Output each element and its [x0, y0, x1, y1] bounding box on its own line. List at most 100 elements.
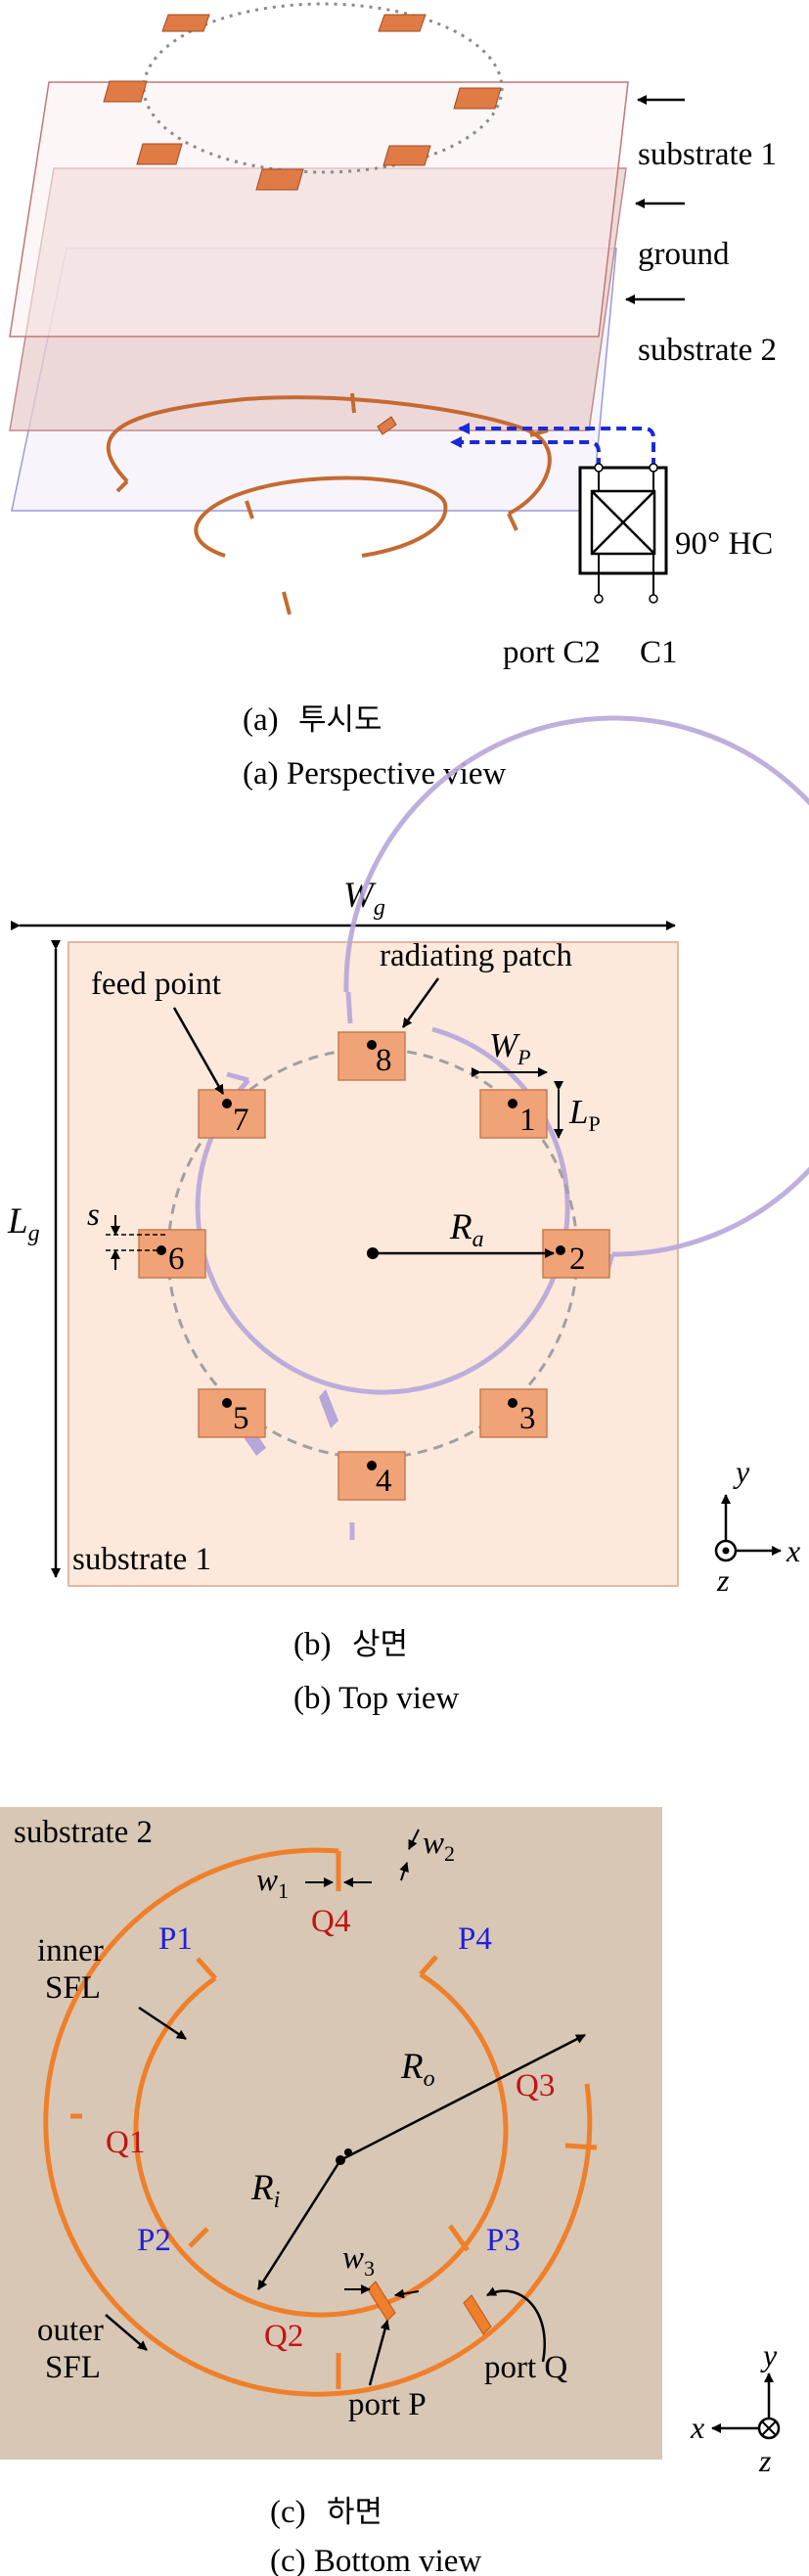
caption-c-en: (c) Bottom view — [270, 2544, 481, 2576]
caption-b-en: (b) Top view — [293, 1681, 460, 1716]
ri-label: Ri — [250, 2168, 280, 2213]
port-c1-label: C1 — [640, 635, 678, 670]
feed-point-arrow — [172, 1007, 225, 1095]
stub — [282, 591, 292, 615]
perspective-patch — [382, 145, 431, 166]
panel-a-perspective: substrate 1 ground substrate 2 90° HC po… — [9, 2, 777, 791]
port-q-pad — [463, 2294, 492, 2335]
caption-b-ko-prefix: (b) — [293, 1627, 331, 1662]
w2-label: w2 — [423, 1826, 455, 1866]
patch-7 — [198, 1089, 266, 1139]
port-p4-label: P4 — [458, 1921, 492, 1957]
w3-label: w3 — [342, 2240, 375, 2281]
axis-z-label-bottom: z — [758, 2443, 772, 2478]
port-p3-label: P3 — [486, 2223, 520, 2258]
patch-number: 1 — [519, 1103, 536, 1138]
patch-4 — [337, 1451, 406, 1501]
outer-sfl-arrow — [105, 2314, 148, 2351]
feed-line-c2 — [450, 436, 601, 468]
port-q-arrow — [486, 2286, 546, 2363]
inner-sfl-perspective — [194, 475, 448, 558]
stub-q3 — [564, 2143, 598, 2150]
substrate2-label: substrate 2 — [638, 333, 777, 368]
port-q-label: port Q — [484, 2350, 567, 2385]
port-labels: P1 P4 P2 P3 Q4 Q3 Q1 Q2 — [106, 1904, 555, 2354]
stub — [245, 500, 254, 520]
inner-sfl-label-2: SFL — [45, 1970, 101, 2006]
patch-6 — [138, 1229, 206, 1279]
inner-sfl-arrow — [138, 2006, 187, 2041]
s-label: s — [87, 1198, 100, 1233]
stub — [226, 1071, 249, 1083]
ro-dimension — [339, 2033, 586, 2162]
radiating-patch-arrow — [401, 977, 440, 1028]
perspective-feed-network — [106, 392, 552, 615]
w1-label: w1 — [256, 1863, 289, 1903]
perspective-patch — [136, 143, 183, 165]
patch-number: 4 — [376, 1464, 392, 1499]
ri-dimension — [256, 2159, 342, 2290]
port-q2-label: Q2 — [264, 2319, 303, 2354]
perspective-patch — [453, 87, 502, 110]
stub — [350, 392, 356, 414]
ground-label: ground — [638, 237, 730, 272]
axis-y-label: y — [733, 1454, 750, 1489]
stub — [115, 479, 129, 493]
hc-feed-lines — [450, 423, 655, 468]
substrate2-board-label: substrate 2 — [14, 1815, 153, 1850]
port-p-label: port P — [348, 2387, 427, 2422]
caption-c-ko-prefix: (c) — [270, 2495, 306, 2530]
stub — [345, 991, 353, 1024]
axis-z-label: z — [716, 1562, 730, 1598]
perspective-patch — [103, 80, 148, 103]
axis-y-label-bottom: y — [760, 2337, 778, 2373]
stub-p3 — [447, 2224, 471, 2252]
patch-number: 3 — [519, 1401, 536, 1436]
port-p-arrow — [368, 2320, 390, 2386]
caption-b-ko: 상면 — [352, 1627, 408, 1662]
port-q1-label: Q1 — [106, 2125, 145, 2160]
stub-p1 — [196, 1957, 217, 1980]
outer-sfl-label-1: outer — [37, 2313, 104, 2348]
perspective-patch — [161, 14, 210, 32]
axis-x-label: x — [786, 1533, 800, 1568]
patch-1 — [479, 1089, 548, 1139]
caption-a-en: (a) Perspective view — [243, 756, 507, 791]
caption-a-ko: 투시도 — [298, 702, 382, 738]
outer-sfl-label-2: SFL — [45, 2350, 101, 2385]
stub-p2 — [188, 2227, 209, 2248]
port-c2-label: port C2 — [503, 635, 601, 670]
feed-point-marker — [377, 416, 397, 435]
outer-sfl — [43, 1847, 593, 2397]
hybrid-coupler-label: 90° HC — [675, 526, 773, 562]
perspective-patch — [378, 14, 427, 32]
panel-c-bottom-view: Ro Ri w1 w2 w3 substrate 2 inner SFL out… — [0, 1807, 781, 2576]
radiating-patches — [138, 1031, 610, 1501]
wp-label: WP — [489, 1026, 531, 1069]
ro-label: Ro — [400, 2047, 435, 2092]
lp-label: LP — [568, 1093, 601, 1136]
feed-points — [157, 1040, 565, 1470]
patch-8 — [337, 1031, 406, 1081]
patch-number: 7 — [233, 1103, 249, 1138]
inner-sfl — [133, 1971, 509, 2318]
w3-arrow — [394, 2288, 420, 2299]
substrate-2-board — [0, 1807, 662, 2460]
stub — [507, 513, 518, 531]
port-q3-label: Q3 — [516, 2068, 555, 2103]
inner-sfl-label-1: inner — [37, 1933, 104, 1968]
feed-line-c1 — [458, 423, 655, 468]
outer-sfl-translucent — [343, 715, 809, 1257]
hybrid-coupler — [578, 463, 668, 604]
panel-b-top-view: Wg Lg — [7, 715, 809, 1716]
substrate1-board-label: substrate 1 — [72, 1542, 211, 1577]
perspective-patch — [255, 168, 304, 191]
port-p1-label: P1 — [158, 1921, 193, 1957]
patch-numbers: 8 1 2 3 4 5 6 7 — [168, 1043, 586, 1499]
substrate1-label: substrate 1 — [638, 137, 777, 172]
stub-p4 — [419, 1955, 438, 1976]
patch-number: 8 — [376, 1043, 392, 1078]
radiating-patch-label: radiating patch — [380, 938, 573, 973]
patch-5 — [198, 1388, 266, 1438]
